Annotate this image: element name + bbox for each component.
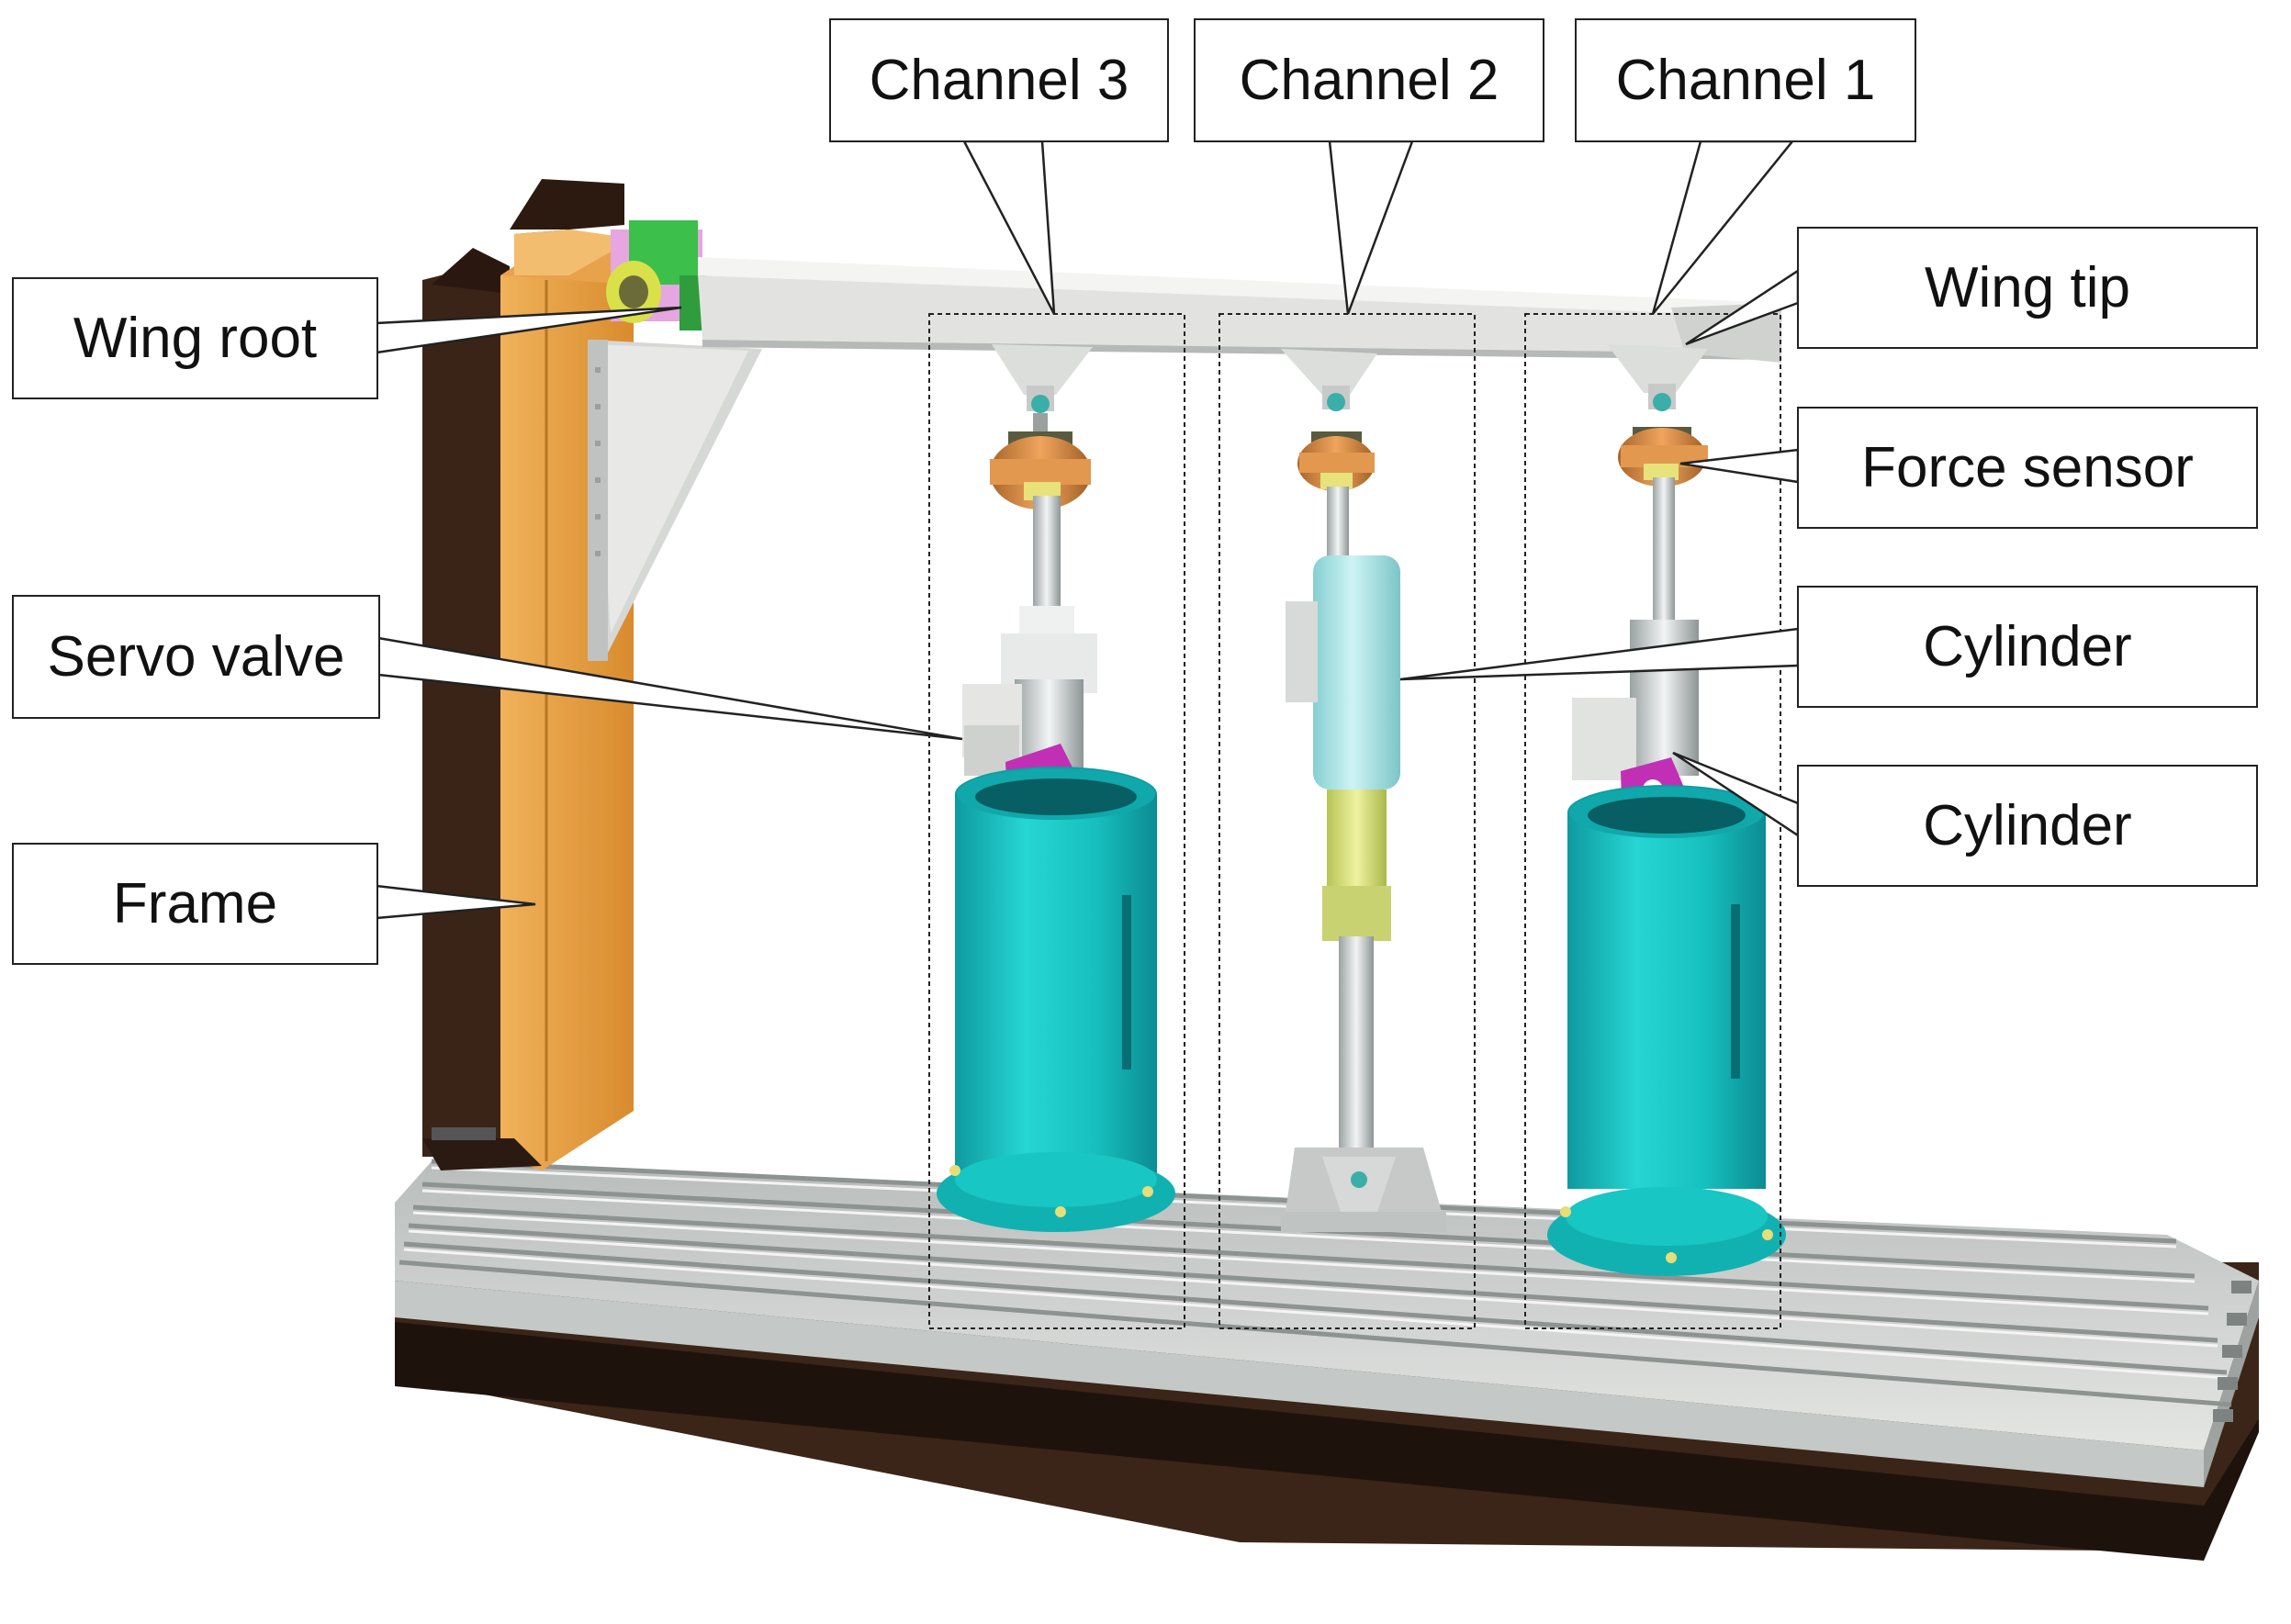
force-sensor-label: Force sensor (1797, 407, 2258, 529)
channel-3-outline (928, 313, 1185, 1329)
wing-tip-label: Wing tip (1797, 227, 2258, 349)
channel-2-force-sensor (1297, 431, 1375, 491)
channel-1-actuator (1547, 344, 1786, 1276)
channel-3-label: Channel 3 (829, 18, 1169, 142)
cylinder-upper-leader (1399, 627, 1800, 681)
channel-2-actuator (1281, 349, 1446, 1232)
channel-3-servo-valve (962, 684, 1022, 776)
channel-1-servo-valve (1572, 698, 1636, 780)
cylinder-upper-label: Cylinder (1797, 586, 2258, 708)
channel-3-force-sensor (990, 431, 1091, 510)
gusset-bracket (588, 340, 762, 661)
cylinder-lower-label: Cylinder (1797, 765, 2258, 887)
base-platform (395, 1159, 2259, 1561)
frame-label: Frame (12, 843, 378, 965)
channel-3-actuator (937, 344, 1175, 1232)
wing-root-clamp (606, 220, 707, 330)
channel-2-label: Channel 2 (1194, 18, 1544, 142)
channel-1-label: Channel 1 (1575, 18, 1916, 142)
wing-root-label: Wing root (12, 277, 378, 399)
servo-valve-label: Servo valve (12, 595, 380, 719)
